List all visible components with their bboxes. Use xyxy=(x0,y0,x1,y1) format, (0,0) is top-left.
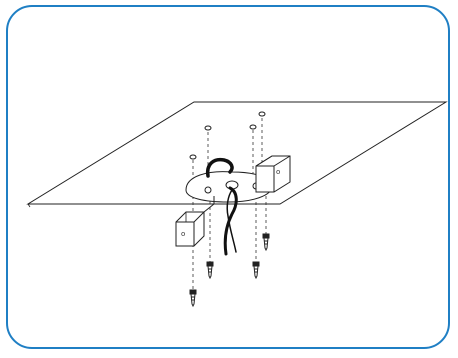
ceiling-panel xyxy=(26,101,448,208)
top-screw-markers xyxy=(189,111,266,160)
screw-icon xyxy=(206,261,214,280)
mounting-plate xyxy=(185,171,273,203)
bottom-screws xyxy=(189,233,270,308)
bracket-label-left: o xyxy=(181,230,185,238)
screw-icon xyxy=(189,289,197,308)
bracket-label-right: o xyxy=(276,168,280,176)
screw-icon xyxy=(262,233,270,252)
screw-icon xyxy=(252,261,260,280)
cables xyxy=(205,157,238,256)
right-bracket-tab: o xyxy=(255,155,291,193)
left-bracket-tab: o xyxy=(175,196,215,247)
